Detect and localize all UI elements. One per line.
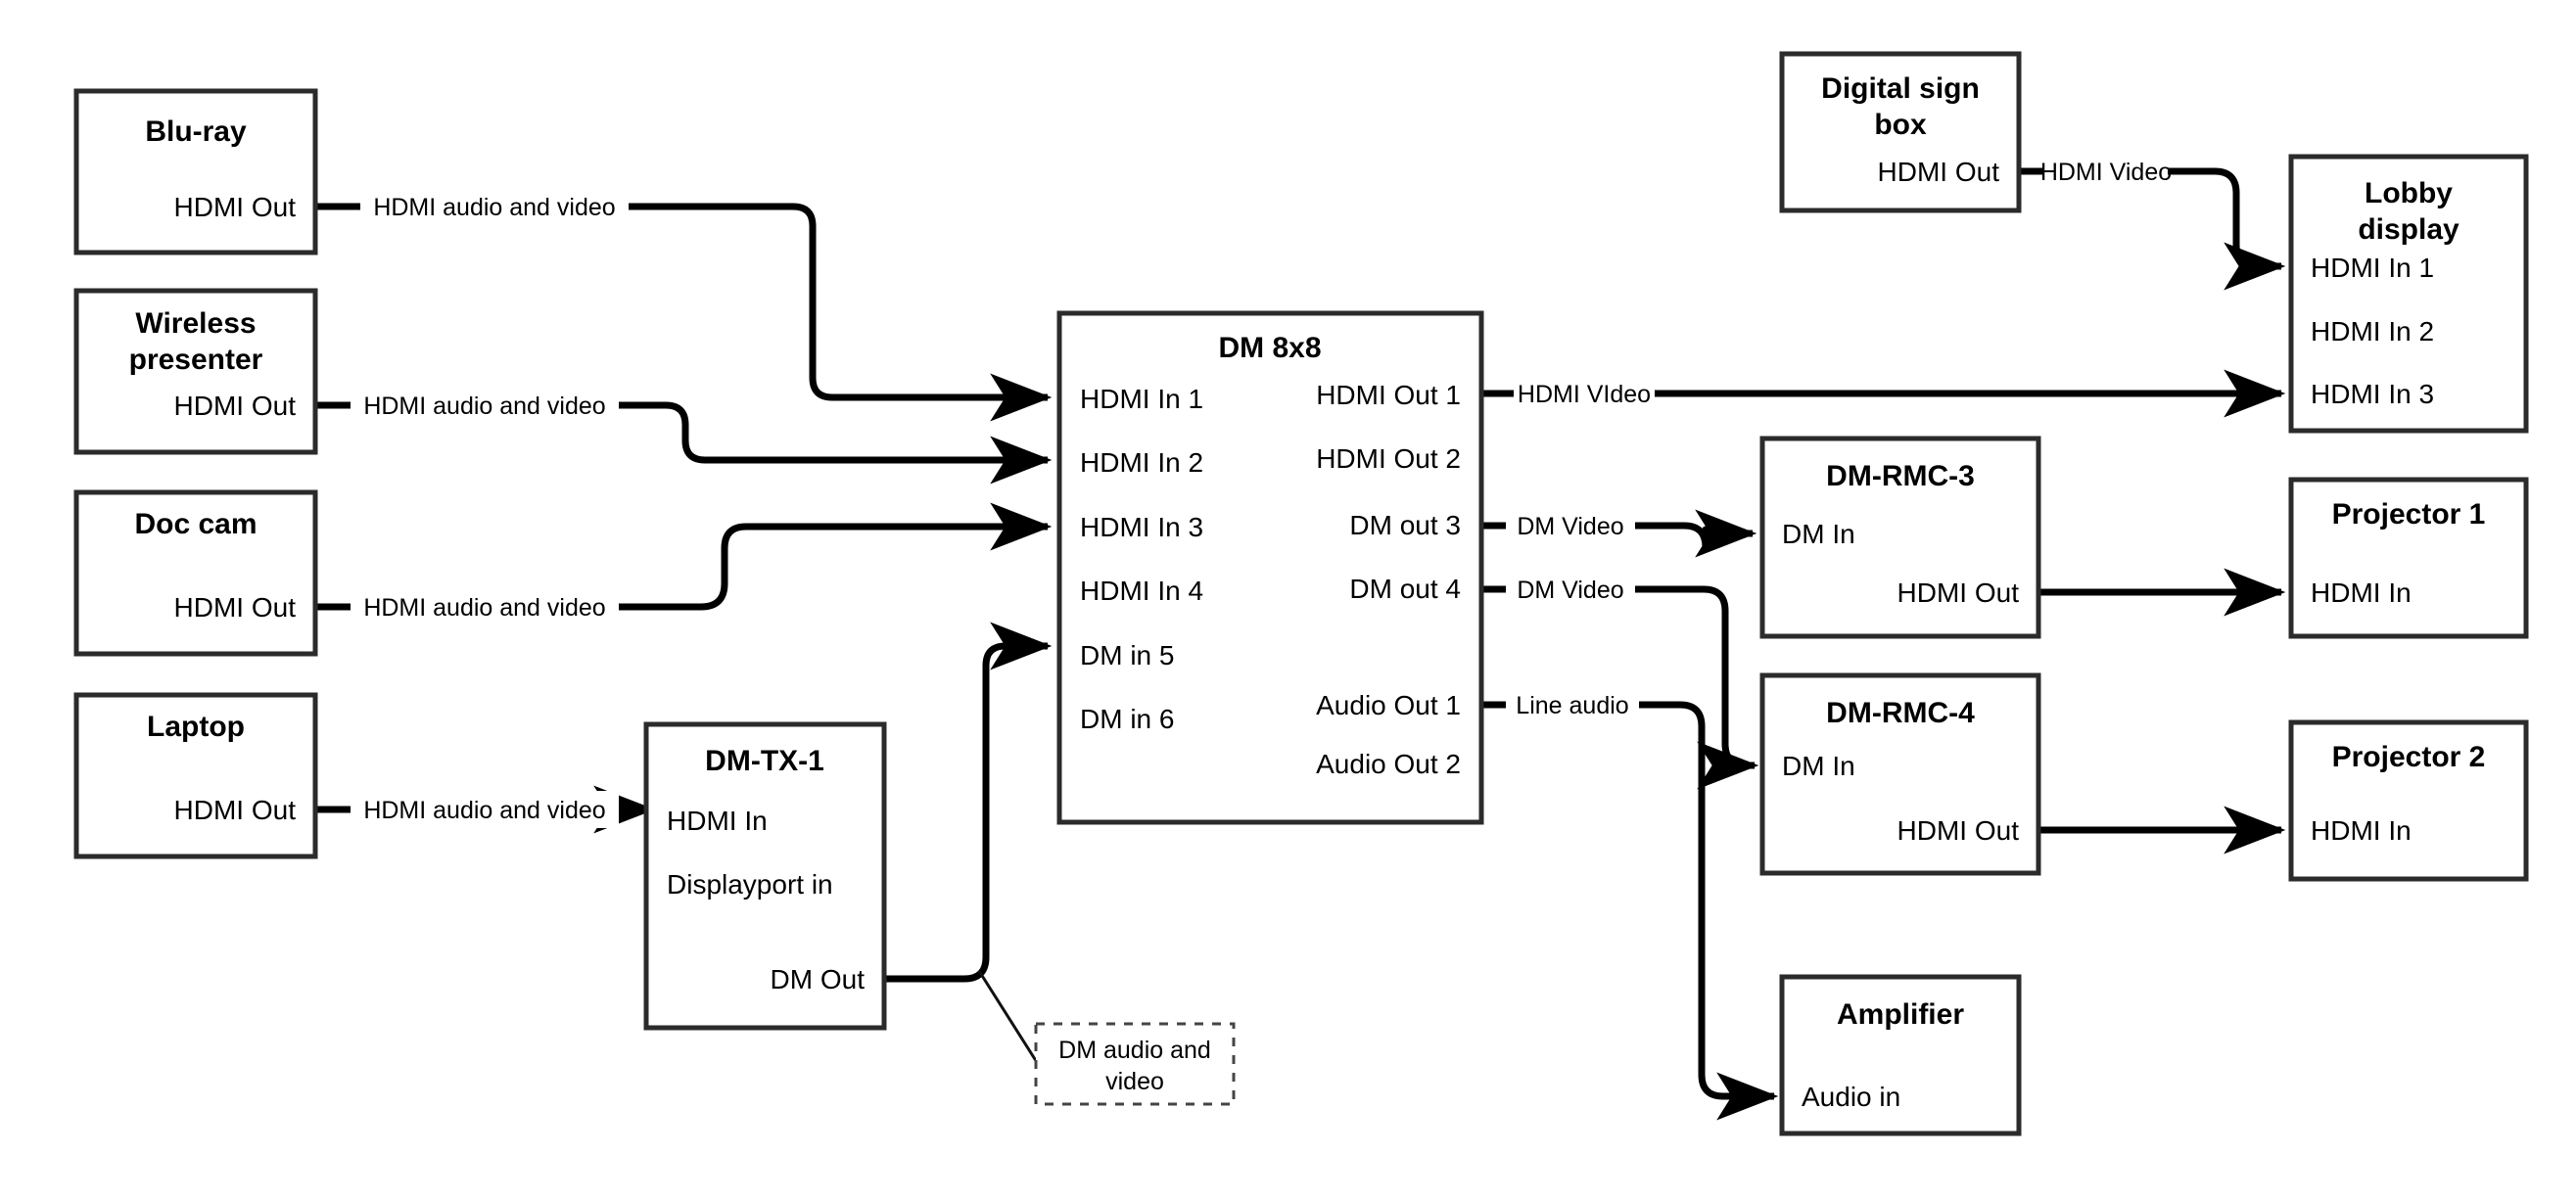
edge-label-laptop: HDMI audio and video xyxy=(351,791,619,828)
wire-doccam-to-dm8x8-in3 xyxy=(315,502,1053,611)
callout-dm-audio-and-video: DM audio and video xyxy=(1034,1022,1236,1106)
node-wireless-presenter-port-hdmi-out: HDMI Out xyxy=(174,391,297,421)
wire-dmtx1-to-dm8x8-in5 xyxy=(884,622,1053,983)
wire-wireless-to-dm8x8-in2 xyxy=(315,401,1053,485)
node-dm-rmc-4-port-hdmi-out: HDMI Out xyxy=(1897,815,2020,846)
svg-text:HDMI audio and video: HDMI audio and video xyxy=(373,194,615,221)
svg-text:HDMI audio and video: HDMI audio and video xyxy=(363,594,605,622)
callout-line-1: DM audio and xyxy=(1058,1037,1211,1064)
node-bluray-port-hdmi-out: HDMI Out xyxy=(174,192,297,222)
node-dm-rmc-3-port-dm-in: DM In xyxy=(1782,519,1855,549)
node-dm-tx-1-title: DM-TX-1 xyxy=(705,745,824,777)
node-lobby-display-title-line1: Lobby xyxy=(2365,177,2453,209)
callout-leader-line xyxy=(977,970,1042,1068)
edge-label-doccam: HDMI audio and video xyxy=(351,588,619,625)
svg-text:HDMI audio and video: HDMI audio and video xyxy=(363,797,605,824)
svg-text:DM Video: DM Video xyxy=(1517,513,1623,540)
node-dm-8x8[interactable]: DM 8x8 HDMI In 1 HDMI In 2 HDMI In 3 HDM… xyxy=(1056,310,1484,825)
node-digital-sign-box-port-hdmi-out: HDMI Out xyxy=(1878,157,2000,187)
node-amplifier-title: Amplifier xyxy=(1837,998,1964,1031)
node-dm-rmc-4-port-dm-in: DM In xyxy=(1782,751,1855,781)
node-dm-8x8-output-audio-2: Audio Out 2 xyxy=(1316,749,1461,779)
node-dm-tx-1[interactable]: DM-TX-1 HDMI In Displayport in DM Out xyxy=(643,721,887,1031)
node-wireless-presenter-title-line1: Wireless xyxy=(135,307,256,340)
node-laptop-title: Laptop xyxy=(147,711,245,743)
node-dm-8x8-output-1: HDMI Out 1 xyxy=(1316,380,1461,410)
node-dm-8x8-output-audio-1: Audio Out 1 xyxy=(1316,690,1461,720)
node-dm-rmc-4-title: DM-RMC-4 xyxy=(1826,697,1975,729)
edge-label-hdmi-video-out1: HDMI VIdeo xyxy=(1514,375,1655,412)
edge-label-wireless: HDMI audio and video xyxy=(351,387,619,424)
node-digital-sign-box[interactable]: Digital sign box HDMI Out xyxy=(1779,51,2022,213)
node-lobby-display-title-line2: display xyxy=(2358,213,2459,246)
node-projector-1[interactable]: Projector 1 HDMI In xyxy=(2288,477,2529,639)
node-dm-8x8-input-3: HDMI In 3 xyxy=(1080,512,1203,542)
edge-label-hdmi-video-sign: HDMI Video xyxy=(2040,153,2172,190)
node-projector-1-port-hdmi-in: HDMI In xyxy=(2311,577,2412,608)
node-doc-cam[interactable]: Doc cam HDMI Out xyxy=(73,489,318,657)
edge-label-dm-video-3: DM Video xyxy=(1506,507,1635,544)
node-lobby-display-port-hdmi-in-1: HDMI In 1 xyxy=(2311,253,2434,283)
node-bluray[interactable]: Blu-ray HDMI Out xyxy=(73,88,318,255)
node-doc-cam-port-hdmi-out: HDMI Out xyxy=(174,592,297,623)
node-dm-rmc-3-port-hdmi-out: HDMI Out xyxy=(1897,577,2020,608)
node-projector-2[interactable]: Projector 2 HDMI In xyxy=(2288,719,2529,882)
node-wireless-presenter[interactable]: Wireless presenter HDMI Out xyxy=(73,288,318,455)
svg-text:Line audio: Line audio xyxy=(1516,692,1628,719)
node-amplifier[interactable]: Amplifier Audio in xyxy=(1779,974,2022,1136)
node-dm-8x8-output-2: HDMI Out 2 xyxy=(1316,443,1461,474)
node-dm-8x8-output-3: DM out 3 xyxy=(1349,510,1461,540)
wire-dm8x8-dmout4-to-rmc4 xyxy=(1481,585,1759,790)
node-dm-8x8-output-4: DM out 4 xyxy=(1349,574,1461,604)
callout-line-2: video xyxy=(1105,1068,1164,1095)
node-lobby-display-port-hdmi-in-2: HDMI In 2 xyxy=(2311,316,2434,346)
node-wireless-presenter-title-line2: presenter xyxy=(129,344,263,376)
edge-label-dm-video-4: DM Video xyxy=(1506,571,1635,608)
node-dm-tx-1-port-hdmi-in: HDMI In xyxy=(667,806,768,836)
node-dm-8x8-title: DM 8x8 xyxy=(1218,332,1321,364)
node-dm-8x8-input-1: HDMI In 1 xyxy=(1080,384,1203,414)
edge-label-bluray: HDMI audio and video xyxy=(360,188,629,225)
svg-text:HDMI Video: HDMI Video xyxy=(2040,159,2172,186)
node-digital-sign-box-title-line2: box xyxy=(1874,109,1927,141)
wire-bluray-to-dm8x8-in1 xyxy=(315,203,1053,422)
node-projector-2-title: Projector 2 xyxy=(2332,741,2486,773)
wire-digitalsign-to-lobby-in1 xyxy=(2019,167,2286,291)
node-dm-tx-1-port-dm-out: DM Out xyxy=(771,964,866,994)
wire-dm8x8-audioout1-to-amplifier xyxy=(1481,701,1779,1121)
node-dm-rmc-4[interactable]: DM-RMC-4 DM In HDMI Out xyxy=(1759,672,2041,876)
svg-text:HDMI audio and video: HDMI audio and video xyxy=(363,393,605,420)
svg-text:DM Video: DM Video xyxy=(1517,577,1623,604)
node-dm-8x8-input-6: DM in 6 xyxy=(1080,704,1174,734)
node-projector-1-title: Projector 1 xyxy=(2332,498,2486,531)
node-lobby-display-port-hdmi-in-3: HDMI In 3 xyxy=(2311,379,2434,409)
node-dm-rmc-3[interactable]: DM-RMC-3 DM In HDMI Out xyxy=(1759,436,2041,639)
wire-dm8x8-dmout3-to-rmc3 xyxy=(1481,509,1757,558)
node-doc-cam-title: Doc cam xyxy=(134,508,257,540)
node-lobby-display[interactable]: Lobby display HDMI In 1 HDMI In 2 HDMI I… xyxy=(2288,154,2529,434)
node-dm-8x8-input-4: HDMI In 4 xyxy=(1080,576,1203,606)
node-amplifier-port-audio-in: Audio in xyxy=(1802,1082,1900,1112)
edge-label-line-audio: Line audio xyxy=(1506,686,1639,723)
node-dm-rmc-3-title: DM-RMC-3 xyxy=(1826,460,1975,492)
node-digital-sign-box-title-line1: Digital sign xyxy=(1821,72,1980,105)
node-bluray-title: Blu-ray xyxy=(145,115,247,148)
svg-text:HDMI VIdeo: HDMI VIdeo xyxy=(1518,381,1651,408)
node-laptop[interactable]: Laptop HDMI Out xyxy=(73,692,318,859)
node-projector-2-port-hdmi-in: HDMI In xyxy=(2311,815,2412,846)
node-dm-8x8-input-2: HDMI In 2 xyxy=(1080,447,1203,478)
node-dm-tx-1-port-displayport-in: Displayport in xyxy=(667,869,833,900)
node-laptop-port-hdmi-out: HDMI Out xyxy=(174,795,297,825)
node-dm-8x8-input-5: DM in 5 xyxy=(1080,640,1174,670)
